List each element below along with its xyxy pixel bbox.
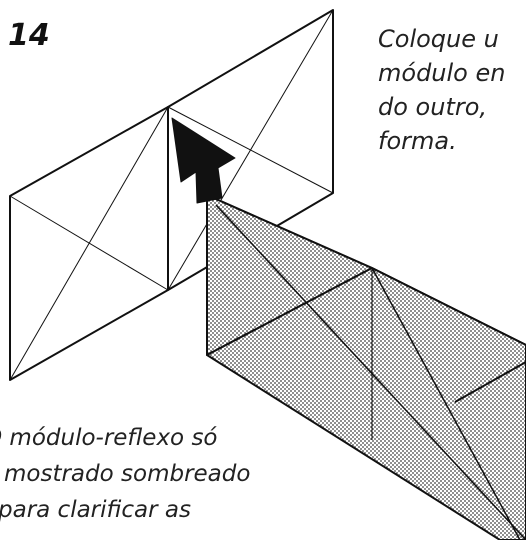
shaded-diagonal-3 bbox=[371, 267, 521, 540]
note-line-3: para clarificar as bbox=[0, 497, 191, 523]
instruction-text: Coloque u módulo en do outro, forma. bbox=[378, 22, 526, 158]
instruction-line-1: Coloque u bbox=[378, 25, 499, 53]
insert-arrow bbox=[171, 117, 236, 204]
instruction-line-4: forma. bbox=[378, 127, 457, 155]
shaded-diagonal-1 bbox=[206, 194, 373, 269]
instruction-line-3: do outro, bbox=[378, 93, 488, 121]
left-diagonal-2 bbox=[9, 106, 169, 381]
step-number: 14 bbox=[8, 18, 50, 53]
note-text: O módulo-reflexo só mostrado sombreado p… bbox=[0, 420, 344, 528]
shaded-reflex-module bbox=[206, 194, 526, 540]
right-diagonal-2 bbox=[167, 9, 334, 291]
note-line-2: mostrado sombreado bbox=[4, 461, 251, 487]
instruction-line-2: módulo en bbox=[378, 59, 506, 87]
shaded-lower-face bbox=[206, 267, 526, 540]
shaded-crease-4 bbox=[454, 361, 526, 403]
note-line-1: O módulo-reflexo só bbox=[0, 425, 218, 451]
shaded-diagonal-2 bbox=[215, 204, 526, 540]
